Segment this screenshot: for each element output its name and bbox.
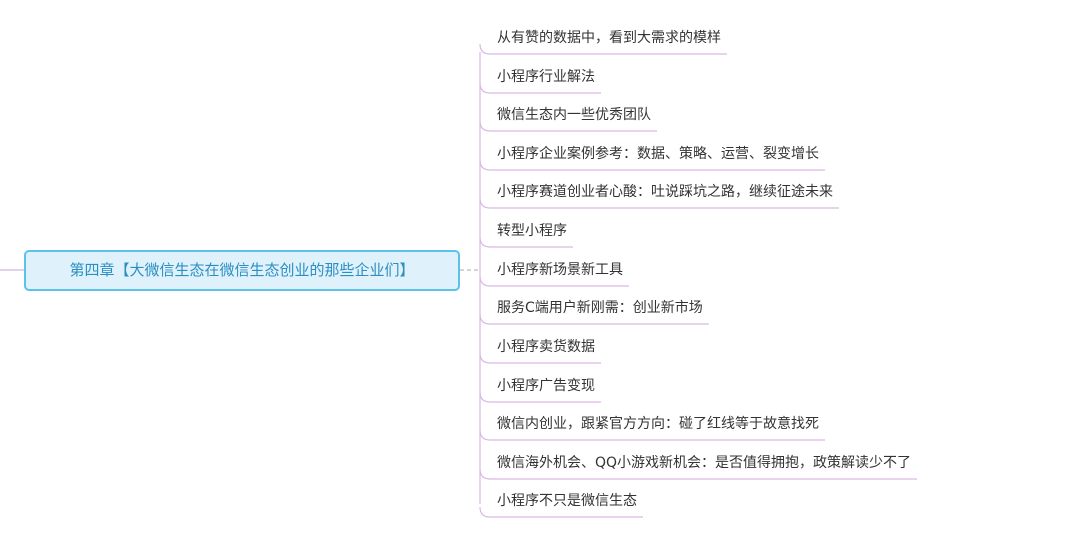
branch-topic[interactable]: 微信生态内一些优秀团队	[497, 107, 651, 123]
branch-underline	[479, 159, 825, 171]
branch-topic[interactable]: 小程序新场景新工具	[497, 262, 623, 278]
branch-underlines	[479, 43, 918, 518]
branch-underline	[479, 391, 601, 403]
branch-topic[interactable]: 小程序企业案例参考：数据、策略、运营、裂变增长	[497, 146, 819, 162]
branch-underline	[479, 506, 643, 518]
branch-topic[interactable]: 微信内创业，跟紧官方方向：碰了红线等于故意找死	[497, 416, 819, 432]
branch-topic[interactable]: 微信海外机会、QQ小游戏新机会：是否值得拥抱，政策解读少不了	[497, 455, 912, 471]
branch-topic[interactable]: 转型小程序	[497, 223, 567, 239]
branch-underline	[479, 236, 573, 248]
branch-topic[interactable]: 从有赞的数据中，看到大需求的模样	[497, 30, 721, 46]
branch-underline	[479, 43, 727, 55]
branch-topic[interactable]: 小程序广告变现	[497, 378, 595, 394]
branch-topic[interactable]: 小程序赛道创业者心酸：吐说踩坑之路，继续征途未来	[497, 184, 833, 200]
branch-underline	[479, 120, 657, 132]
branch-underline	[479, 82, 601, 94]
branch-underline	[479, 429, 825, 441]
branch-topic[interactable]: 小程序行业解法	[497, 69, 595, 85]
branch-underline	[479, 468, 918, 480]
central-topic[interactable]: 第四章【大微信生态在微信生态创业的那些企业们】	[24, 250, 460, 291]
branch-topic[interactable]: 小程序不只是微信生态	[497, 493, 637, 509]
branch-underline	[479, 313, 709, 325]
branch-underline	[479, 275, 629, 287]
branch-underline	[479, 197, 839, 209]
branch-topic[interactable]: 服务C端用户新刚需：创业新市场	[497, 300, 703, 316]
branch-topic[interactable]: 小程序卖货数据	[497, 339, 595, 355]
branch-underline	[479, 352, 601, 364]
